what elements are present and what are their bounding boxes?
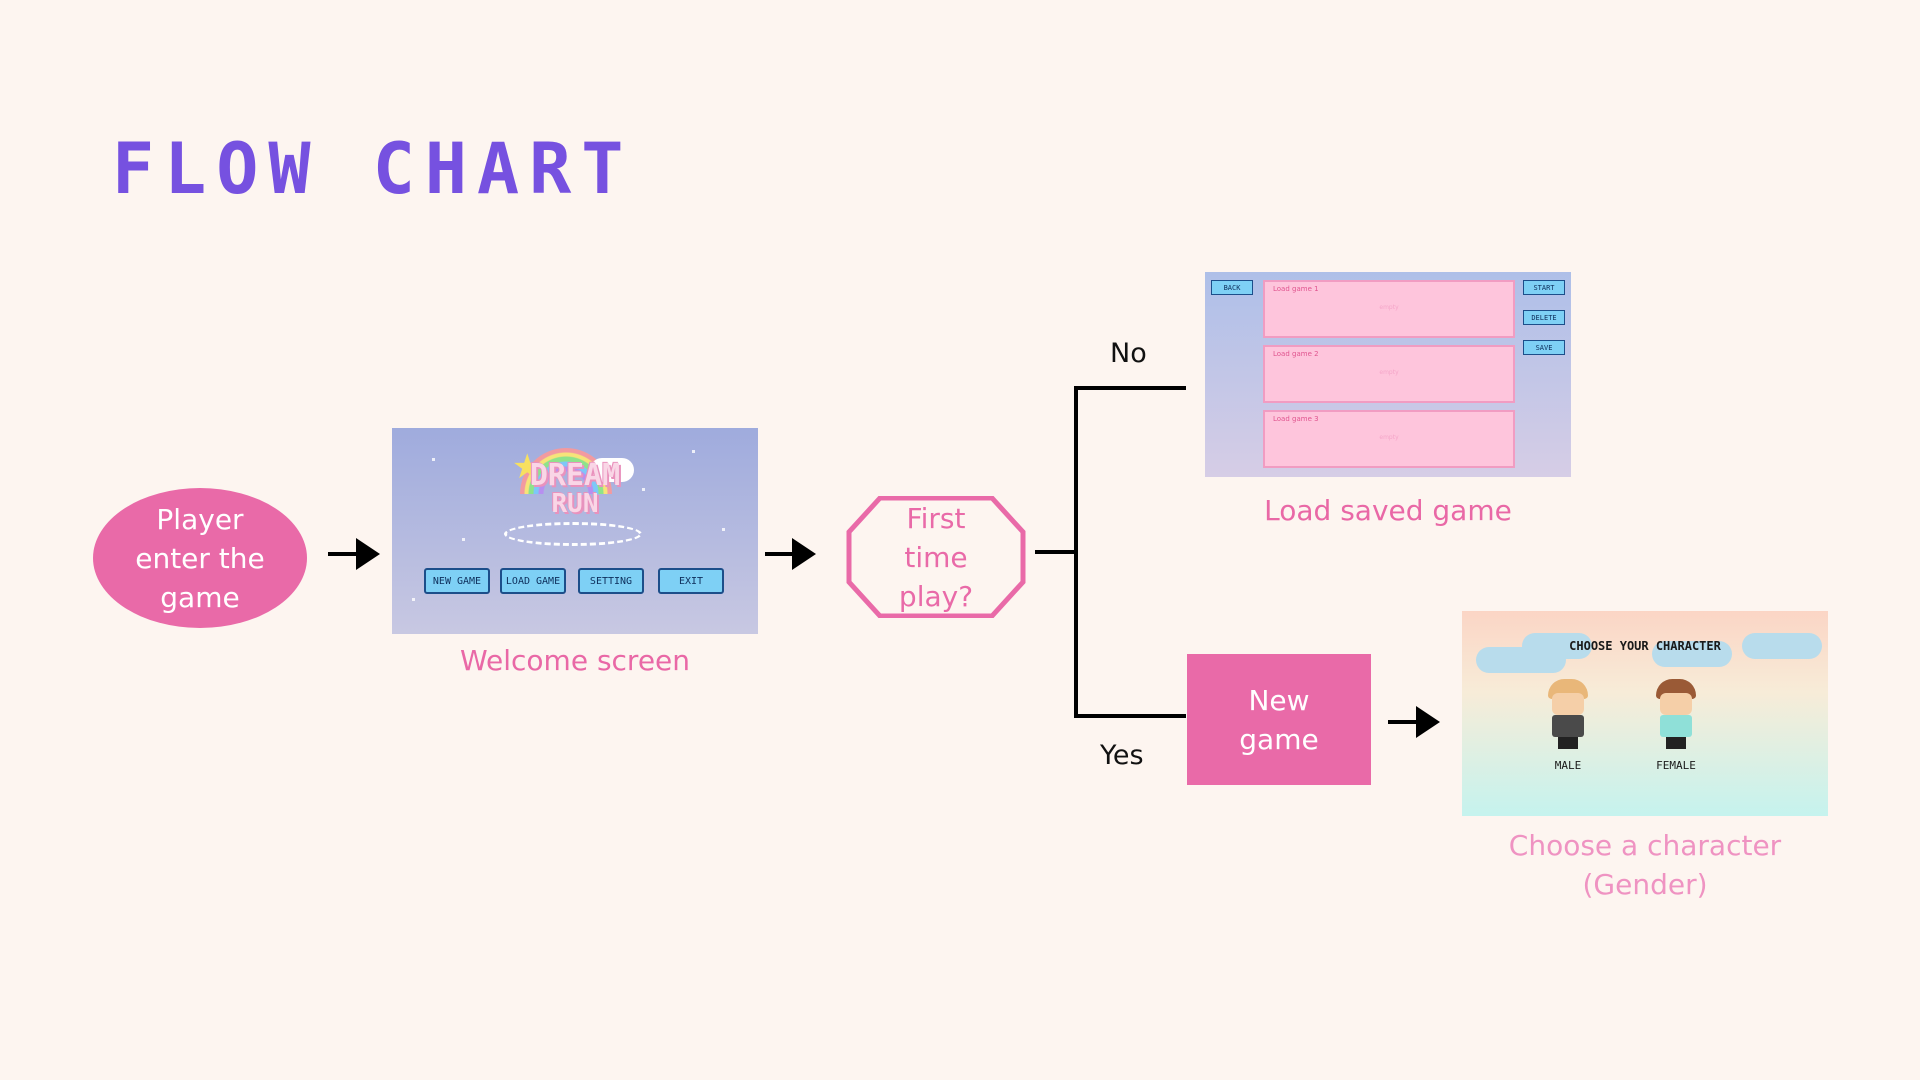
exit-button[interactable]: EXIT [658, 568, 724, 594]
new-game-button[interactable]: NEW GAME [424, 568, 490, 594]
save-button[interactable]: SAVE [1523, 340, 1565, 355]
cloud-icon [1522, 633, 1592, 659]
load-saved-game-caption: Load saved game [1264, 494, 1512, 527]
load-slot[interactable]: Load game 1 empty [1263, 280, 1515, 338]
load-slot-empty: empty [1379, 304, 1399, 311]
load-slot-title: Load game 3 [1273, 415, 1319, 423]
star-icon: ★ [512, 447, 543, 487]
load-slot[interactable]: Load game 2 empty [1263, 345, 1515, 403]
branch-label-no: No [1110, 338, 1147, 369]
new-game-node: New game [1187, 654, 1371, 785]
choose-caption-line1: Choose a character [1508, 829, 1782, 862]
male-label: MALE [1554, 759, 1582, 772]
logo-ring [504, 522, 642, 546]
start-node-label: Player enter the game [135, 502, 265, 614]
welcome-screen-caption: Welcome screen [459, 644, 691, 677]
load-slot-title: Load game 2 [1273, 350, 1319, 358]
delete-button[interactable]: DELETE [1523, 310, 1565, 325]
cloud-icon [590, 458, 634, 482]
start-button[interactable]: START [1523, 280, 1565, 295]
male-character-sprite[interactable] [1542, 679, 1594, 751]
logo-line1: DREAM [529, 458, 621, 493]
decision-node: First time play? [846, 496, 1026, 618]
start-node: Player enter the game [93, 488, 307, 628]
load-slot-empty: empty [1379, 434, 1399, 441]
cloud-icon [1652, 641, 1732, 667]
welcome-screen-thumbnail: ★ DREAM RUN NEW GAME LOAD GAME SETTING E… [392, 428, 758, 634]
load-slot-empty: empty [1379, 369, 1399, 376]
flow-chart-title: FLOW CHART [112, 128, 634, 210]
back-button[interactable]: BACK [1211, 280, 1253, 295]
new-game-label: New game [1239, 683, 1319, 756]
choose-character-caption: Choose a character (Gender) [1462, 826, 1828, 904]
female-character-sprite[interactable] [1650, 679, 1702, 751]
choose-caption-line2: (Gender) [1582, 868, 1708, 901]
dream-run-logo: DREAM RUN [392, 461, 758, 519]
logo-line2: RUN [551, 489, 599, 519]
load-slot-title: Load game 1 [1273, 285, 1319, 293]
female-label: FEMALE [1656, 759, 1696, 772]
cloud-icon [1742, 633, 1822, 659]
load-slot[interactable]: Load game 3 empty [1263, 410, 1515, 468]
load-game-button[interactable]: LOAD GAME [500, 568, 566, 594]
load-saved-game-thumbnail: BACK START DELETE SAVE Load game 1 empty… [1205, 272, 1571, 477]
octagon-shape [846, 496, 1026, 618]
setting-button[interactable]: SETTING [578, 568, 644, 594]
choose-character-title: CHOOSE YOUR CHARACTER [1569, 639, 1721, 653]
choose-character-thumbnail: CHOOSE YOUR CHARACTER MALE FEMALE [1462, 611, 1828, 816]
decision-label: First time play? [898, 501, 974, 613]
branch-label-yes: Yes [1100, 740, 1144, 771]
